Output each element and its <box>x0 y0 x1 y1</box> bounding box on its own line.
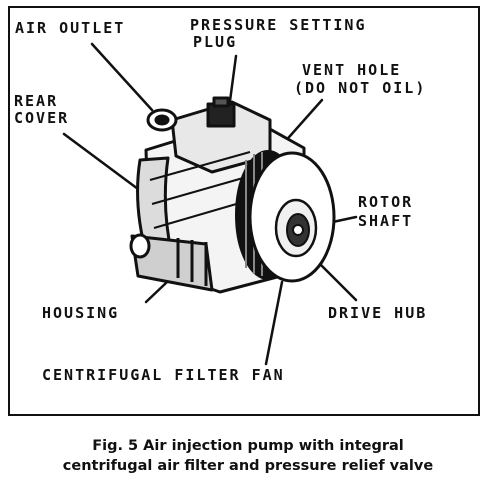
label-do-not-oil: (DO NOT OIL) <box>294 79 427 97</box>
centrifugal-filter-fan <box>235 150 336 283</box>
leader-rear-cover <box>62 132 144 194</box>
leader-filter-fan <box>264 280 284 366</box>
label-drive-hub: DRIVE HUB <box>328 304 428 322</box>
label-centrifugal-filter-fan: CENTRIFUGAL FILTER FAN <box>42 366 285 384</box>
label-cover: COVER <box>14 109 70 127</box>
label-vent-hole: VENT HOLE <box>302 61 402 79</box>
label-shaft: SHAFT <box>358 212 414 230</box>
label-pressure-plug: PLUG <box>193 33 238 51</box>
drive-hub <box>286 213 310 247</box>
label-air-outlet: AIR OUTLET <box>15 19 126 37</box>
caption-line-2: centrifugal air filter and pressure reli… <box>62 458 434 474</box>
leader-air-outlet <box>90 42 154 112</box>
caption-line-1: Fig. 5 Air injection pump with integral <box>92 438 404 454</box>
label-housing: HOUSING <box>42 304 120 322</box>
label-rotor: ROTOR <box>358 193 414 211</box>
label-rear: REAR <box>14 92 59 110</box>
label-pressure-setting: PRESSURE SETTING <box>190 16 367 34</box>
leader-vent-hole <box>280 98 324 147</box>
